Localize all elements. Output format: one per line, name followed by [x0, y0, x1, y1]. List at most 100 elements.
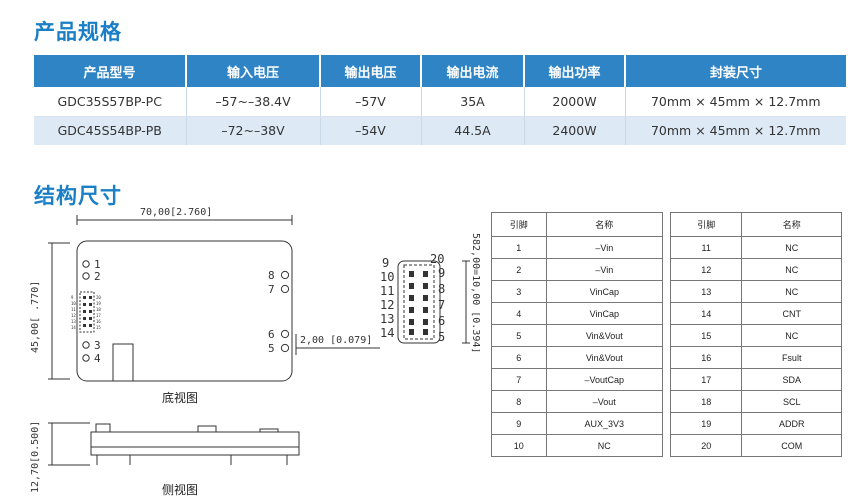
pin-label: 6 — [268, 328, 275, 341]
pin-number: 15 — [669, 324, 743, 347]
table-cell: –57V — [320, 87, 422, 117]
pin-number: 9 — [491, 412, 547, 435]
connector-pin-label: 6 — [438, 314, 445, 328]
pitch-dimension-label: 2,00 [0.079] — [300, 335, 372, 346]
table-row: 1–Vin — [491, 236, 664, 259]
small-connector-label: 16 — [96, 319, 101, 324]
spec-header-cell: 产品型号 — [34, 55, 187, 87]
pin-header-cell: 名称 — [545, 212, 664, 237]
pin-name: VinCap — [545, 302, 664, 325]
table-cell: 2000W — [524, 87, 626, 117]
connector-pin-label: 13 — [380, 312, 394, 326]
spec-header-cell: 输出电压 — [320, 55, 422, 87]
pin-name: SCL — [741, 390, 842, 413]
pin-label: 5 — [268, 342, 275, 355]
pin-name: CNT — [741, 302, 842, 325]
side-view-caption: 侧视图 — [162, 483, 199, 497]
small-connector-label: 19 — [96, 301, 101, 306]
connector-pin-label: 8 — [438, 282, 445, 296]
pin-header-cell: 引脚 — [669, 212, 743, 237]
height-dimension-label: 45,00[ .770] — [30, 281, 41, 353]
table-row: 2–Vin — [491, 258, 664, 281]
small-connector-label: 13 — [71, 319, 76, 324]
pin-number: 1 — [491, 236, 547, 259]
connector-pin-label: 9 — [382, 256, 389, 270]
table-cell: 35A — [421, 87, 525, 117]
connector-pin-label: 20 — [430, 252, 444, 266]
pin-number: 16 — [669, 346, 743, 369]
pin-header-cell: 名称 — [741, 212, 842, 237]
table-cell: –54V — [320, 116, 422, 145]
table-cell: GDC35S57BP-PC — [34, 87, 187, 117]
small-connector-label: 11 — [71, 307, 76, 312]
pin-number: 20 — [669, 434, 743, 457]
side-height-dimension-label: 12,70[0.500] — [30, 421, 41, 493]
pin-name: –Vout — [545, 390, 664, 413]
table-cell: 70mm × 45mm × 12.7mm — [625, 116, 846, 145]
width-dimension-label: 70,00[2.760] — [140, 207, 212, 218]
spec-section-title: 产品规格 — [34, 20, 122, 44]
pin-name: AUX_3V3 — [545, 412, 664, 435]
pin-number: 11 — [669, 236, 743, 259]
spec-header-cell: 输出电流 — [421, 55, 525, 87]
pin-name: –Vin — [545, 258, 664, 281]
pin-name: NC — [741, 258, 842, 281]
small-connector-label: 20 — [96, 295, 101, 300]
pin-name: SDA — [741, 368, 842, 391]
table-cell: –57~–38.4V — [186, 87, 321, 117]
spec-header-cell: 封装尺寸 — [625, 55, 846, 87]
pin-number: 8 — [491, 390, 547, 413]
pin-label: 7 — [268, 283, 275, 296]
pin-number: 2 — [491, 258, 547, 281]
pin-number: 18 — [669, 390, 743, 413]
table-row: GDC35S57BP-PC –57~–38.4V –57V 35A 2000W … — [34, 87, 846, 117]
pin-number: 7 — [491, 368, 547, 391]
pin-number: 14 — [669, 302, 743, 325]
mechanical-drawing: 70,00[2.760] 45,00[ .770] 12,70[0.500] 2… — [30, 207, 480, 493]
pin-label: 4 — [94, 352, 101, 365]
pin-number: 10 — [491, 434, 547, 457]
pin-name: ADDR — [741, 412, 842, 435]
pin-number: 17 — [669, 368, 743, 391]
connector-pin-label: 5 — [438, 330, 445, 344]
pin-name: NC — [741, 280, 842, 303]
bottom-view-caption: 底视图 — [162, 391, 199, 405]
pin-number: 3 — [491, 280, 547, 303]
pin-label: 1 — [94, 258, 101, 271]
connector-pin-label: 11 — [380, 284, 394, 298]
pin-name: –VoutCap — [545, 368, 664, 391]
table-cell: 70mm × 45mm × 12.7mm — [625, 87, 846, 117]
spec-header-cell: 输出功率 — [524, 55, 626, 87]
pin-name: NC — [741, 324, 842, 347]
connector-pin-label: 7 — [438, 298, 445, 312]
pin-table-header-row: 引脚 名称 — [669, 212, 842, 237]
connector-pin-label: 9 — [438, 266, 445, 280]
small-connector-label: 17 — [96, 313, 101, 318]
small-connector-label: 14 — [71, 325, 76, 330]
pin-number: 13 — [669, 280, 743, 303]
pin-name: NC — [545, 434, 664, 457]
small-connector-label: 9 — [71, 295, 74, 300]
small-connector-label: 12 — [71, 313, 76, 318]
small-connector-label: 10 — [71, 301, 76, 306]
pin-number: 6 — [491, 346, 547, 369]
small-connector-label: 18 — [96, 307, 101, 312]
pin-label: 2 — [94, 270, 101, 283]
table-row: 7–VoutCap — [491, 368, 664, 391]
table-cell: 44.5A — [421, 116, 525, 145]
pin-name: Vin&Vout — [545, 324, 664, 347]
small-connector-label: 15 — [96, 325, 101, 330]
pin-name: Vin&Vout — [545, 346, 664, 369]
table-row: 8–Vout — [491, 390, 664, 413]
